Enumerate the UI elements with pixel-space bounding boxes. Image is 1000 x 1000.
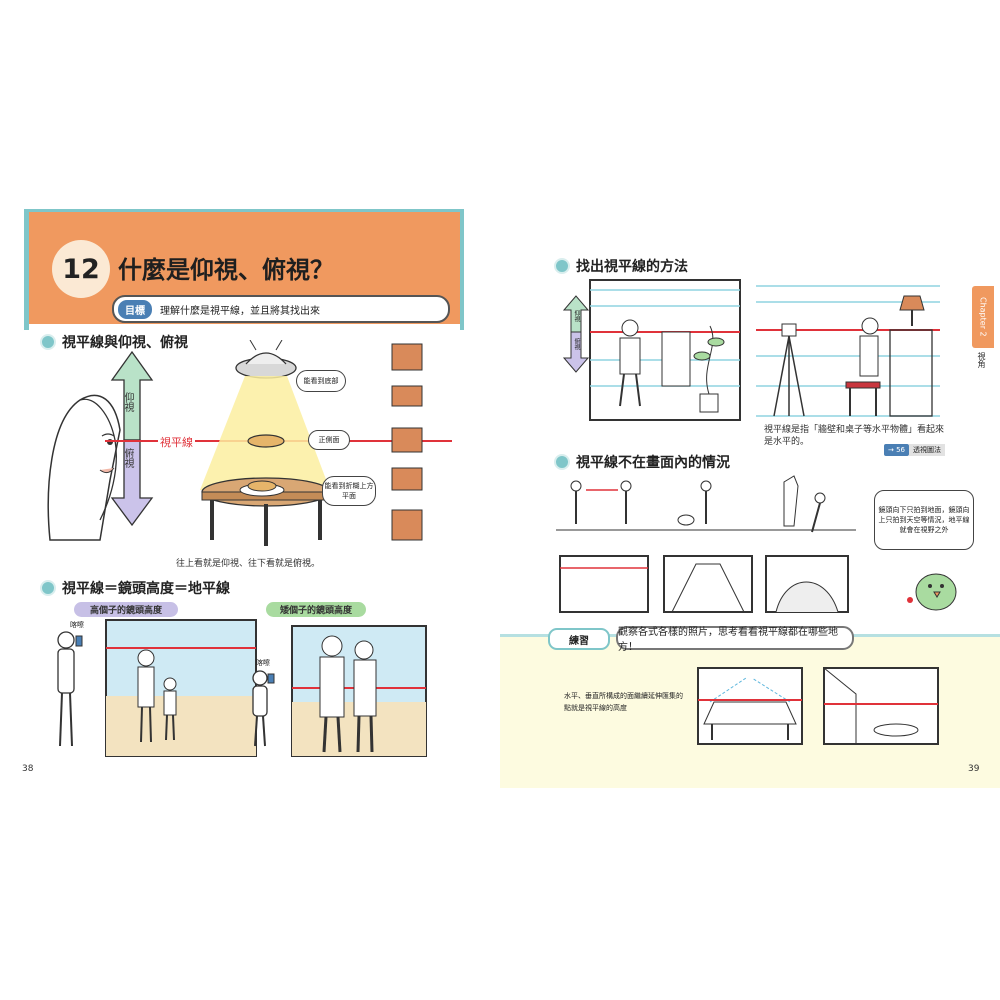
section-heading-out-of-frame: 視平線不在畫面內的情況 xyxy=(554,452,730,472)
pancake-icon xyxy=(248,435,284,447)
short-camera-label: 矮個子的鏡頭高度 xyxy=(266,602,366,617)
chapter-tab: Chapter 2 xyxy=(972,286,994,348)
page-number-left: 38 xyxy=(22,764,33,774)
up-down-arrow-small-icon xyxy=(564,296,588,372)
practice-photos-illustration xyxy=(696,664,946,748)
speech-bubble-top: 能看到折糊上方平面 xyxy=(322,476,376,506)
page-number-right: 39 xyxy=(968,764,979,774)
eye-line-label: 視平線 xyxy=(158,434,195,450)
shelf-icon xyxy=(662,332,690,386)
eye-level-illustration xyxy=(40,340,465,555)
reference-tag: → 56 透視圖法 xyxy=(884,444,945,456)
camera-height-illustration xyxy=(46,616,466,762)
section-heading-find-eye-level: 找出視平線的方法 xyxy=(554,256,688,276)
section-heading-camera-height: 視平線＝鏡頭高度＝地平線 xyxy=(40,578,230,598)
goal-tag: 目標 xyxy=(118,300,152,319)
out-of-frame-bubble: 鏡頭向下只拍到地面，鏡頭向上只拍到天空等情況，地平線就會在視野之外 xyxy=(874,490,974,550)
practice-tag: 練習 xyxy=(548,628,610,650)
beach-sand xyxy=(106,696,256,756)
chapter-title: 什麼是仰視、俯視？ xyxy=(118,250,334,285)
out-of-frame-illustration xyxy=(556,472,866,614)
reference-label: 透視圖法 xyxy=(909,444,945,456)
section-heading-text: 找出視平線的方法 xyxy=(576,256,688,276)
bullet-dot-icon xyxy=(554,454,570,470)
header-left-strip xyxy=(24,212,29,330)
stick-figures-icon xyxy=(571,476,825,532)
section-heading-text: 視平線不在畫面內的情況 xyxy=(576,452,730,472)
section1-caption: 往上看就是仰視、往下看就是俯視。 xyxy=(176,556,320,569)
bullet-dot-icon xyxy=(40,580,56,596)
practice-note: 水平、垂直所構成的面繼續延伸匯集的點就是視平線的高度 xyxy=(564,690,688,714)
ufo-icon xyxy=(200,340,330,490)
up-label-small: 仰視 xyxy=(572,310,581,322)
goal-box: 目標 理解什麼是視平線，並且將其找出來 xyxy=(112,295,450,323)
short-person-icon xyxy=(253,671,274,746)
chapter-tab-subject: 視角 xyxy=(976,352,987,368)
header-right-strip xyxy=(460,212,464,330)
tall-person-icon xyxy=(58,632,82,746)
brick-cubes-icon xyxy=(392,344,422,540)
tall-camera-label: 高個子的鏡頭高度 xyxy=(74,602,178,617)
down-label-small: 俯視 xyxy=(572,338,581,350)
section-heading-text: 視平線＝鏡頭高度＝地平線 xyxy=(62,578,230,598)
down-label: 俯視 xyxy=(120,448,135,468)
up-label: 仰視 xyxy=(120,392,135,412)
practice-question: 觀察各式各樣的照片，思考看看視平線都在哪些地方！ xyxy=(616,626,854,650)
girl-face-icon xyxy=(48,395,120,540)
shutter-sound-short: 喀嚓 xyxy=(256,658,270,668)
bullet-dot-icon xyxy=(554,258,570,274)
speech-bubble-front: 正側面 xyxy=(308,430,350,450)
find-eye-level-illustration xyxy=(560,276,950,424)
thumb-frame-1 xyxy=(560,556,648,612)
speech-bubble-bottom: 能看到底部 xyxy=(296,370,346,392)
shutter-sound-tall: 喀嚓 xyxy=(70,620,84,630)
chapter-number-badge: 12 xyxy=(52,240,110,298)
reference-arrow: → 56 xyxy=(884,444,909,456)
mascot-bird-icon xyxy=(904,564,964,614)
goal-text: 理解什麼是視平線，並且將其找出來 xyxy=(160,302,320,317)
table-icon xyxy=(202,478,330,546)
